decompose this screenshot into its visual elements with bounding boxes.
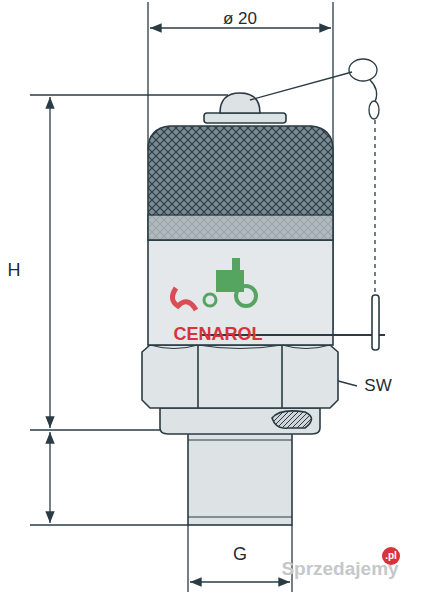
thread-dimension: G — [233, 545, 247, 563]
diameter-dimension: ø 20 — [223, 10, 257, 27]
watermark-site: Sprzedajemy — [281, 559, 398, 578]
watermark-domain: .pl — [385, 551, 397, 561]
wrench-size-label: SW — [364, 377, 391, 394]
height-dimension: H — [8, 261, 21, 279]
watermark-logo: CENAROL — [174, 325, 263, 343]
